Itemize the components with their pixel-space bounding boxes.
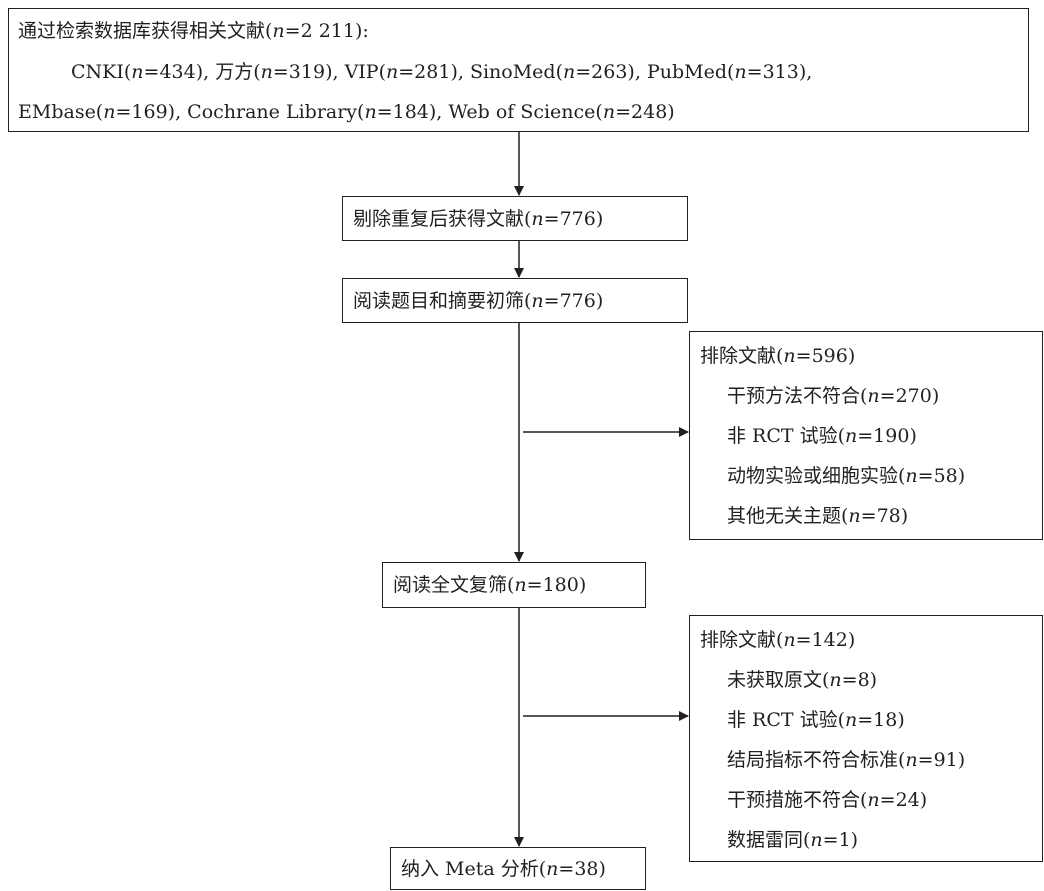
- db-wanfang: 万方(n=319),: [215, 61, 339, 83]
- exclusion-1-item: 动物实验或细胞实验(n=58): [727, 465, 966, 487]
- db-embase: EMbase(n=169),: [18, 101, 182, 123]
- search-total-line: 通过检索数据库获得相关文献(n=2 211):: [18, 20, 369, 42]
- title-abstract-screen-box: 阅读题目和摘要初筛(n=776): [342, 278, 688, 323]
- exclusion-2-title: 排除文献(n=142): [700, 629, 856, 651]
- search-databases-line-1: CNKI(n=434), 万方(n=319), VIP(n=281), Sino…: [71, 60, 812, 84]
- title-abstract-screen-label: 阅读题目和摘要初筛(n=776): [353, 290, 604, 312]
- exclusion-box-2: 排除文献(n=142) 未获取原文(n=8) 非 RCT 试验(n=18) 结局…: [689, 615, 1043, 862]
- exclusion-2-item: 非 RCT 试验(n=18): [727, 709, 905, 731]
- db-vip: VIP(n=281),: [344, 61, 464, 83]
- exclusion-2-item: 未获取原文(n=8): [727, 669, 878, 691]
- dedup-label: 剔除重复后获得文献(n=776): [353, 208, 604, 230]
- exclusion-2-item: 数据雷同(n=1): [727, 829, 859, 851]
- full-text-screen-label: 阅读全文复筛(n=180): [393, 574, 587, 596]
- exclusion-1-item: 干预方法不符合(n=270): [727, 385, 940, 407]
- exclusion-1-item: 其他无关主题(n=78): [727, 505, 909, 527]
- db-pubmed: PubMed(n=313),: [646, 61, 813, 83]
- dedup-box: 剔除重复后获得文献(n=776): [342, 196, 688, 241]
- search-results-box: 通过检索数据库获得相关文献(n=2 211): CNKI(n=434), 万方(…: [8, 8, 1029, 132]
- db-cnki: CNKI(n=434),: [71, 61, 210, 83]
- exclusion-2-item: 干预措施不符合(n=24): [727, 789, 928, 811]
- full-text-screen-box: 阅读全文复筛(n=180): [382, 562, 646, 608]
- meta-analysis-included-label: 纳入 Meta 分析(n=38): [401, 858, 606, 880]
- exclusion-box-1: 排除文献(n=596) 干预方法不符合(n=270) 非 RCT 试验(n=19…: [689, 331, 1043, 540]
- db-sinomed: SinoMed(n=263),: [469, 61, 641, 83]
- exclusion-1-title: 排除文献(n=596): [700, 345, 856, 367]
- exclusion-1-item: 非 RCT 试验(n=190): [727, 425, 917, 447]
- exclusion-2-item: 结局指标不符合标准(n=91): [727, 749, 966, 771]
- meta-analysis-included-box: 纳入 Meta 分析(n=38): [390, 847, 646, 890]
- search-databases-line-2: EMbase(n=169), Cochrane Library(n=184), …: [18, 100, 675, 124]
- db-web-of-science: Web of Science(n=248): [448, 101, 675, 123]
- db-cochrane: Cochrane Library(n=184),: [187, 101, 443, 123]
